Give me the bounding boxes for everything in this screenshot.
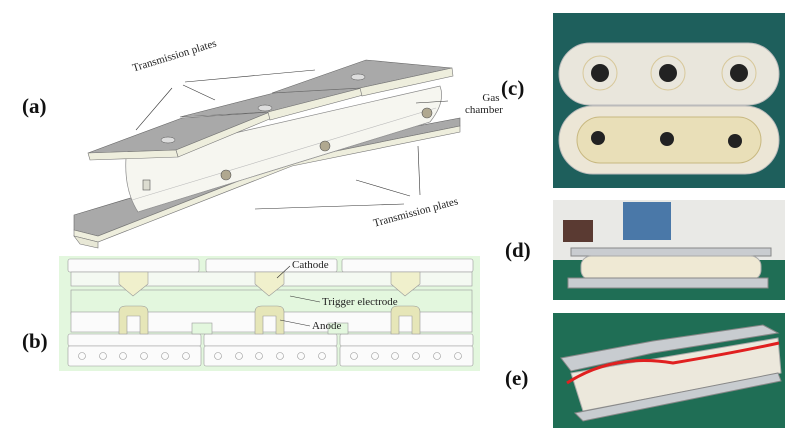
label-gas-chamber: Gas chamber bbox=[465, 92, 503, 116]
cathode-3 bbox=[390, 271, 421, 297]
label-anode: Anode bbox=[312, 320, 342, 332]
panel-label-c: (c) bbox=[501, 76, 525, 100]
photo-assembled-cabling bbox=[553, 313, 785, 428]
leader-lines-b bbox=[276, 265, 321, 327]
gas-chamber-body bbox=[125, 85, 442, 213]
panel-label-e: (e) bbox=[505, 366, 529, 390]
anode-1 bbox=[118, 305, 149, 335]
label-trigger-electrode: Trigger electrode bbox=[322, 296, 398, 308]
panel-label-b: (b) bbox=[22, 329, 48, 353]
label-cathode: Cathode bbox=[292, 259, 329, 271]
photo-chamber-open bbox=[553, 13, 785, 188]
anode-3 bbox=[390, 305, 421, 335]
photo-assembled-side bbox=[553, 200, 785, 300]
panel-label-a: (a) bbox=[22, 94, 47, 118]
panel-label-d: (d) bbox=[505, 238, 531, 262]
top-transmission-plates bbox=[87, 59, 454, 161]
label-gas-chamber-line2: chamber bbox=[465, 104, 503, 117]
electrode-units bbox=[118, 271, 421, 335]
anode-2 bbox=[254, 305, 285, 335]
cathode-2 bbox=[254, 271, 285, 297]
plate-holes bbox=[78, 352, 462, 360]
cathode-1 bbox=[118, 271, 149, 297]
label-gas-chamber-line1: Gas bbox=[482, 92, 500, 104]
leader-lines-a bbox=[135, 69, 449, 210]
